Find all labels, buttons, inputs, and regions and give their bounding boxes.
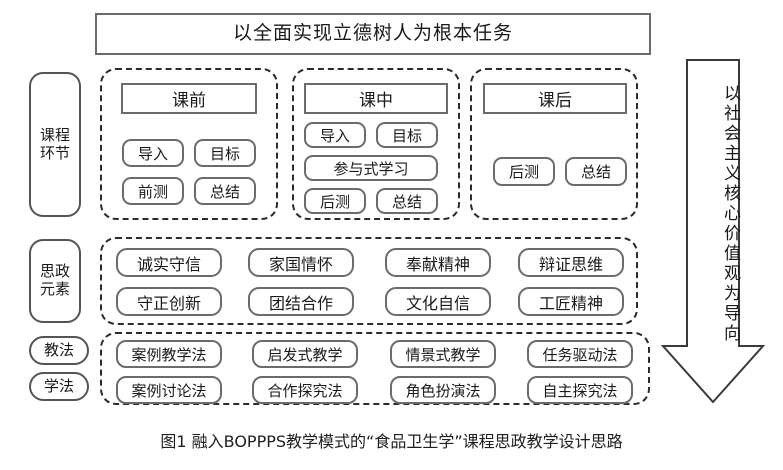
guidance-arrow: 以社会主义核心价值观为导向 [658, 58, 768, 406]
stage-chip-post-0: 后测 [493, 157, 555, 186]
rail-line-1: 课程 [39, 125, 70, 144]
teaching-method-chip-2: 情景式教学 [390, 340, 496, 368]
rail-label-learning-method: 学法 [29, 372, 89, 401]
stage-chip-mid-2: 参与式学习 [304, 155, 438, 181]
rail-label-course-stage-text: 课程 环节 [39, 125, 70, 162]
stage-chip-mid-0: 导入 [304, 122, 366, 148]
ideology-chip-7: 工匠精神 [518, 287, 624, 316]
root-task-banner: 以全面实现立德树人为根本任务 [95, 13, 651, 55]
stage-chip-pre-2: 前测 [122, 177, 184, 205]
ideology-chip-2: 奉献精神 [385, 248, 491, 277]
learning-method-chip-1: 合作探究法 [252, 376, 358, 404]
stage-title-in-class: 课中 [304, 83, 448, 114]
figure-caption: 图1 融入BOPPPS教学模式的“食品卫生学”课程思政教学设计思路 [160, 432, 623, 451]
stage-chip-pre-3: 总结 [194, 177, 256, 205]
stage-chip-mid-1: 目标 [376, 122, 438, 148]
down-arrow-icon [660, 59, 766, 404]
rail-line-2: 元素 [39, 280, 70, 298]
learning-method-chip-2: 角色扮演法 [390, 376, 496, 404]
guidance-arrow-text: 以社会主义核心价值观为导向 [720, 84, 740, 344]
stage-chip-mid-3: 后测 [304, 188, 366, 214]
teaching-method-chip-1: 启发式教学 [252, 340, 358, 368]
stage-chip-pre-1: 目标 [194, 139, 256, 167]
stage-chip-post-1: 总结 [565, 157, 627, 186]
ideology-chip-4: 守正创新 [116, 287, 222, 316]
rail-line-2: 环节 [39, 143, 70, 162]
rail-line-1: 思政 [39, 262, 70, 281]
rail-label-ideology-element: 思政 元素 [29, 239, 81, 323]
stage-title-pre-class: 课前 [121, 83, 257, 114]
ideology-chip-0: 诚实守信 [116, 248, 222, 277]
ideology-chip-3: 辩证思维 [518, 248, 624, 277]
teaching-method-chip-3: 任务驱动法 [527, 340, 633, 368]
learning-method-chip-3: 自主探究法 [527, 376, 633, 404]
teaching-method-chip-0: 案例教学法 [116, 340, 222, 368]
rail-label-course-stage: 课程 环节 [29, 72, 81, 217]
ideology-chip-5: 团结合作 [248, 287, 354, 316]
ideology-chip-6: 文化自信 [385, 287, 491, 316]
rail-label-teaching-method: 教法 [29, 336, 89, 365]
ideology-chip-1: 家国情怀 [248, 248, 354, 277]
rail-label-ideology-element-text: 思政 元素 [39, 262, 70, 298]
stage-chip-pre-0: 导入 [122, 139, 184, 167]
stage-title-post-class: 课后 [483, 83, 627, 114]
stage-chip-mid-4: 总结 [376, 188, 438, 214]
learning-method-chip-0: 案例讨论法 [116, 376, 222, 404]
